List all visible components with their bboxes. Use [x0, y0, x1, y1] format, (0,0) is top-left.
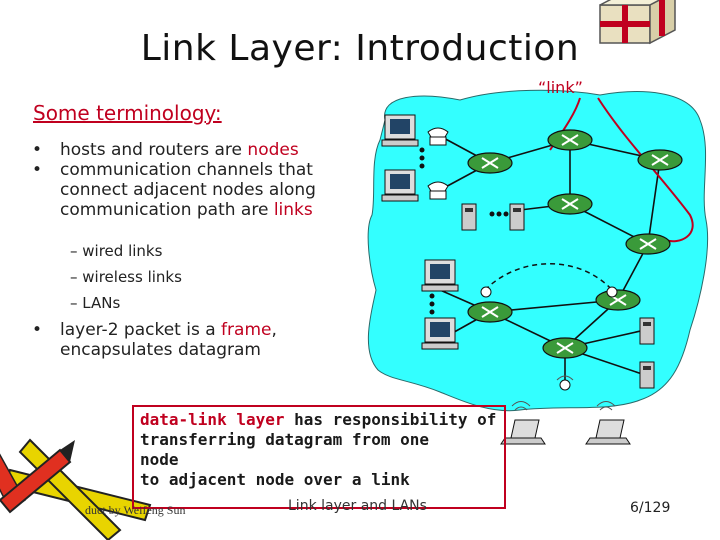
footer-chapter: Link layer and LANs: [288, 498, 427, 514]
definition-box: [132, 405, 506, 509]
router-icon: [625, 233, 671, 255]
router-icon: [547, 193, 593, 215]
network-diagram: [367, 89, 709, 412]
router-icon: [595, 289, 641, 311]
access-point-icon: [606, 286, 618, 298]
router-icon: [542, 337, 588, 359]
page-number: 6/129: [630, 500, 671, 516]
computer-icon: [421, 259, 459, 292]
list-item: – wired links: [70, 242, 163, 260]
gift-box-icon: [599, 0, 676, 45]
router-icon: [467, 152, 513, 174]
ellipsis-dots: [419, 147, 509, 315]
term-links: links: [273, 200, 313, 220]
computer-icon: [381, 169, 419, 202]
access-point-icon: [559, 379, 571, 391]
list-item: – LANs: [70, 294, 121, 312]
router-icon: [637, 149, 683, 171]
access-point-icon: [480, 286, 492, 298]
term-frame: frame: [221, 320, 272, 340]
bullet-nodes: •hosts and routers are nodes: [32, 140, 299, 160]
laptop-icon: [585, 419, 631, 445]
terminology-heading: Some terminology:: [33, 101, 222, 125]
link-types-list: – wired links – wireless links – LANs: [70, 238, 182, 316]
definition-text: data-link layer has responsibility of tr…: [140, 410, 497, 489]
server-icon: [461, 203, 477, 231]
bullet-frame: •layer-2 packet is a frame, encapsulates…: [32, 320, 277, 360]
bullet-list: •hosts and routers are nodes •communicat…: [30, 140, 350, 220]
router-icon: [467, 301, 513, 323]
phone-icon: [427, 127, 449, 146]
wireless-signal-icon: [511, 375, 616, 411]
laptop-icon: [500, 419, 546, 445]
server-icon: [639, 361, 655, 389]
phone-icon: [427, 181, 449, 200]
pencils-icon: [0, 438, 152, 540]
bullet-links: •communication channels that connect adj…: [32, 160, 316, 220]
list-item: – wireless links: [70, 268, 182, 286]
term-nodes: nodes: [247, 140, 299, 160]
router-icon: [547, 129, 593, 151]
computer-icon: [421, 317, 459, 350]
slide-title: Link Layer: Introduction: [140, 28, 580, 69]
server-icon: [509, 203, 525, 231]
server-icon: [639, 317, 655, 345]
computer-icon: [381, 114, 419, 147]
footer-author: duct by Weifeng Sun: [85, 503, 186, 517]
link-callout-label: “link”: [538, 78, 583, 97]
